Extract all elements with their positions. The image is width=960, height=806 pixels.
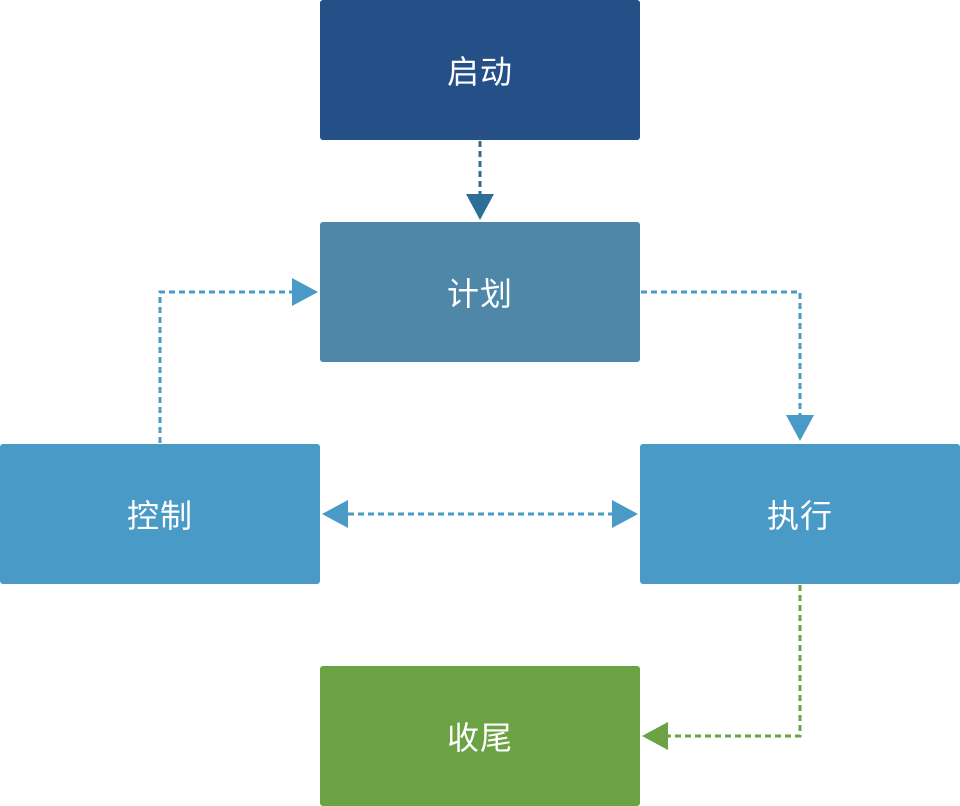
node-control: 控制 (0, 444, 320, 584)
node-control-label: 控制 (126, 497, 193, 535)
node-execute: 执行 (640, 444, 960, 584)
node-start-label: 启动 (446, 53, 513, 91)
arrowhead-into-execute-from-control (612, 500, 638, 528)
arrowhead-into-plan (466, 194, 494, 220)
arrowhead-into-control (322, 500, 348, 528)
edge-plan-to-execute (641, 290, 802, 415)
edge-control-to-plan (158, 290, 292, 443)
edge-execute-to-close (668, 585, 802, 738)
node-start: 启动 (320, 0, 640, 140)
arrowhead-into-close (642, 722, 668, 750)
arrowhead-into-plan-from-control (292, 278, 318, 306)
node-plan: 计划 (320, 222, 640, 362)
node-close: 收尾 (320, 666, 640, 806)
arrowhead-into-execute (786, 415, 814, 441)
node-close-label: 收尾 (446, 719, 513, 757)
node-execute-label: 执行 (766, 497, 833, 535)
node-plan-label: 计划 (446, 275, 513, 313)
